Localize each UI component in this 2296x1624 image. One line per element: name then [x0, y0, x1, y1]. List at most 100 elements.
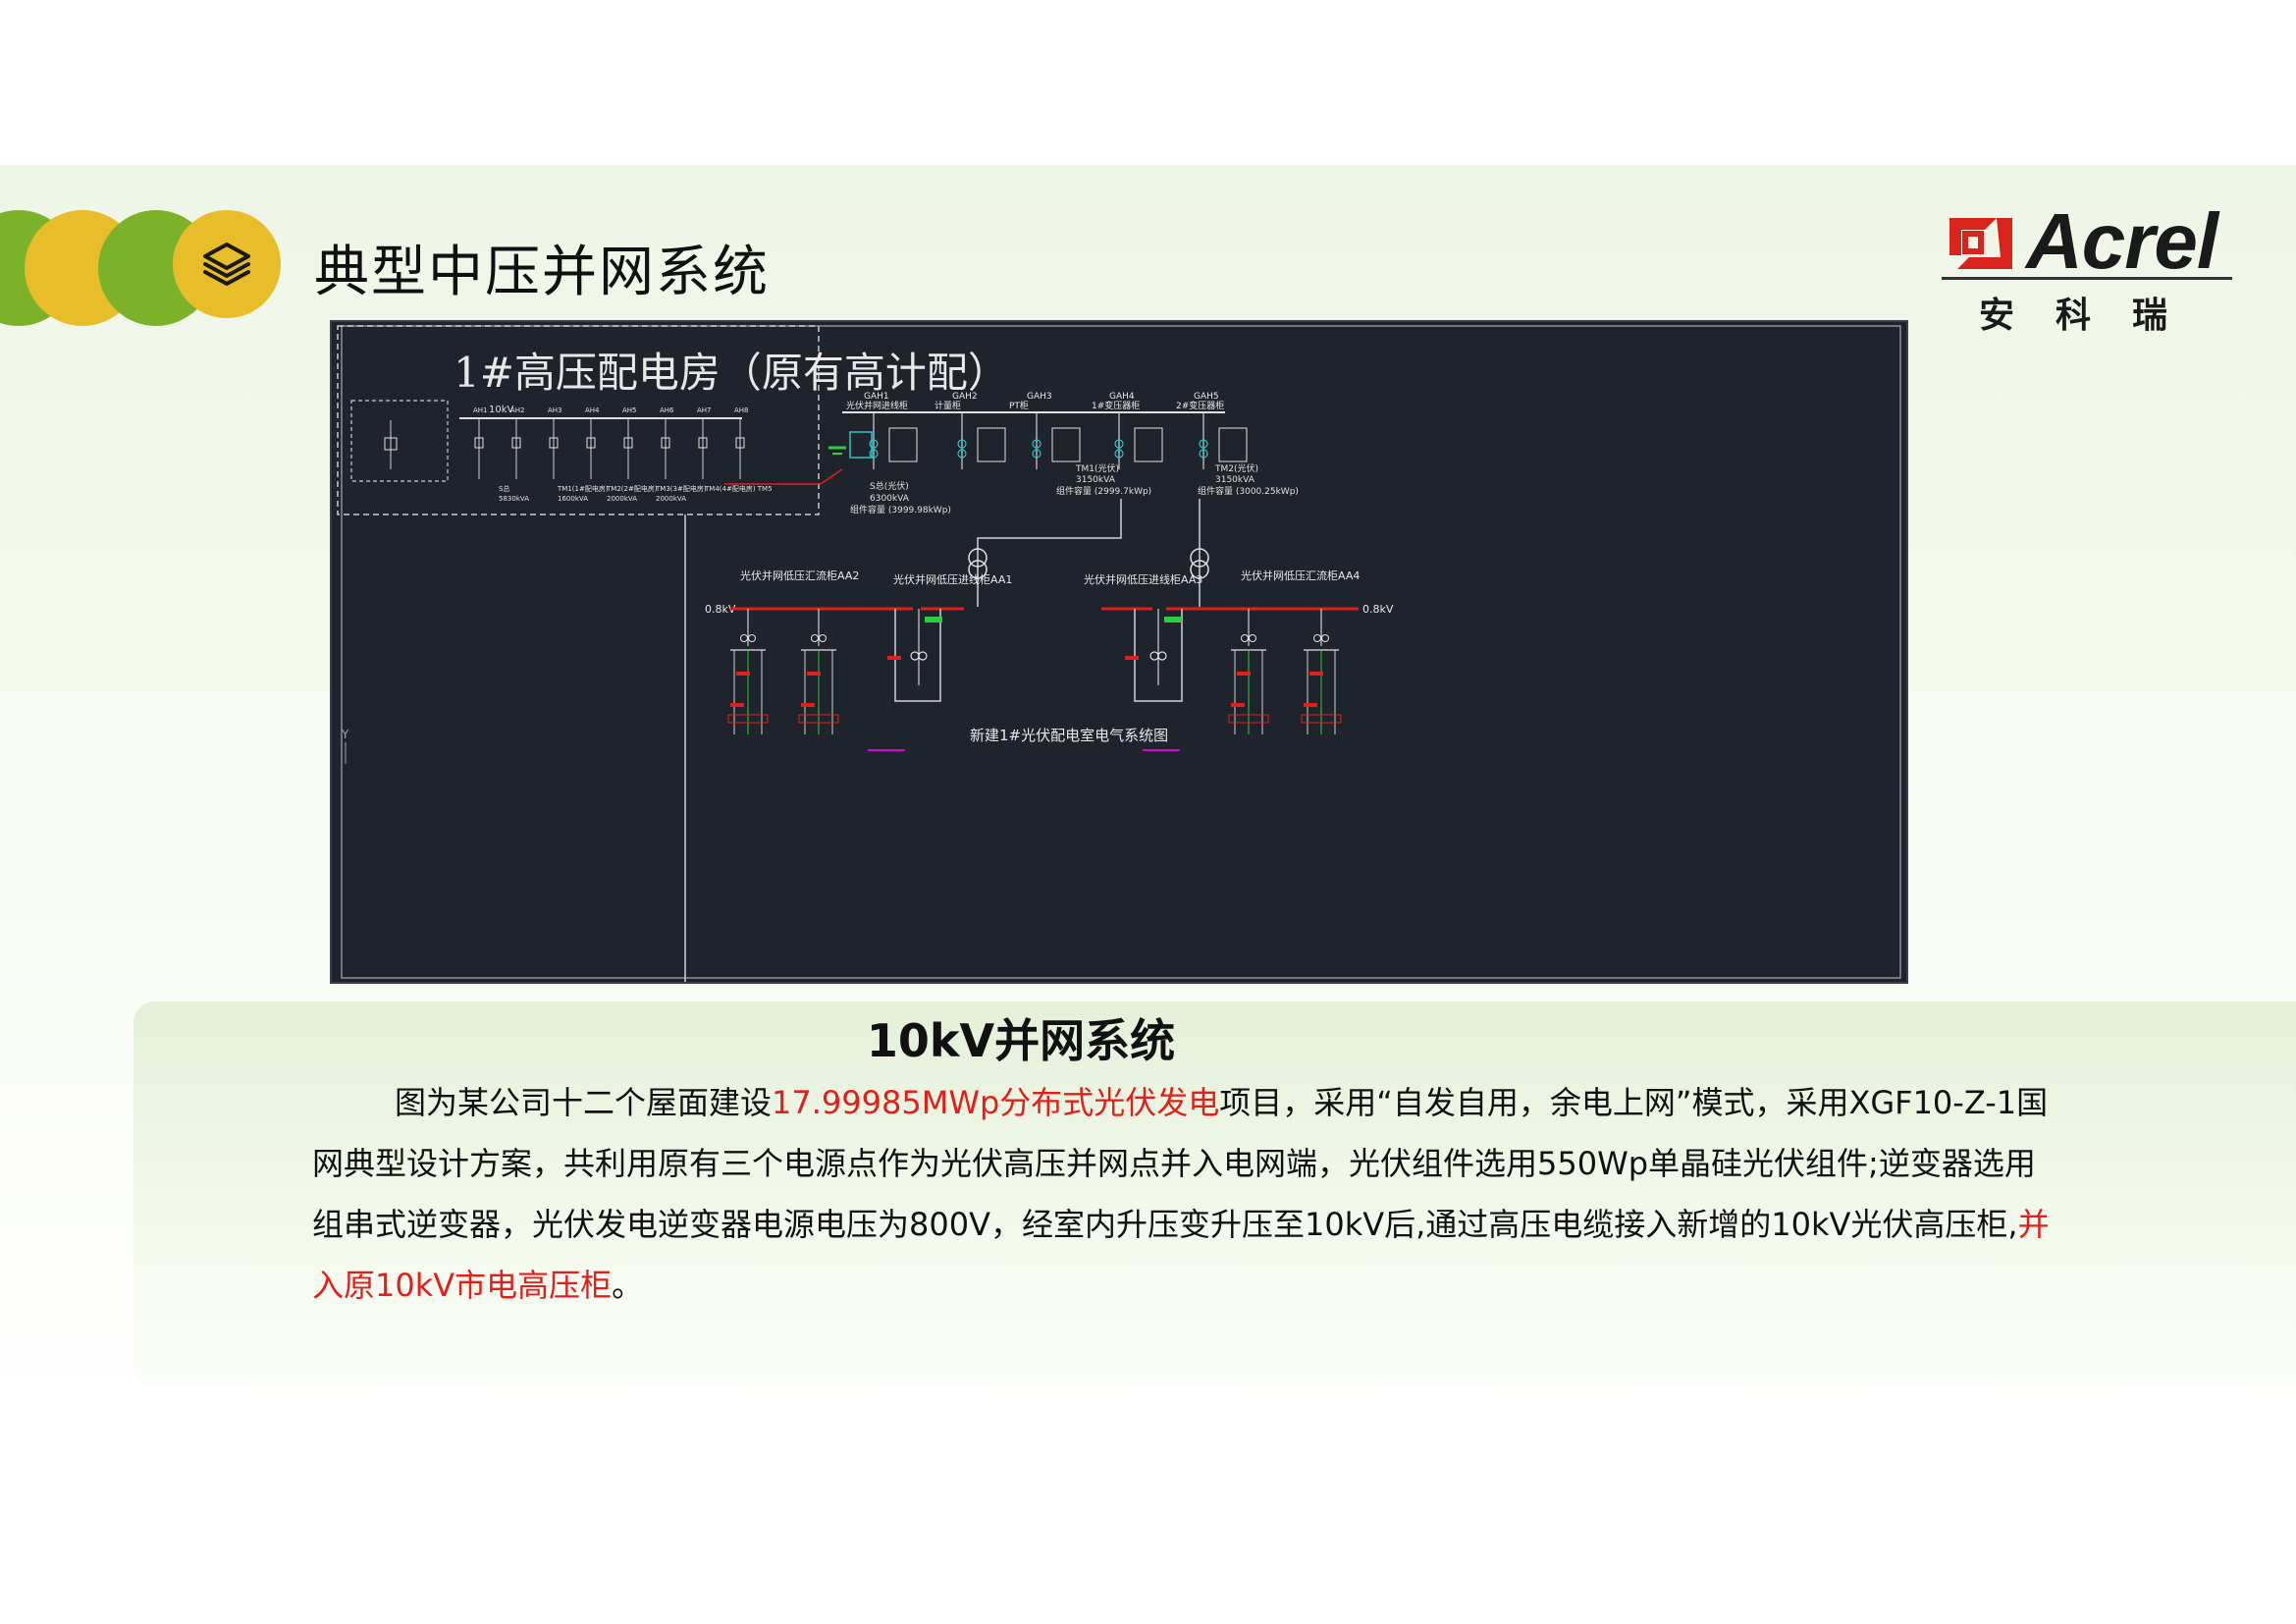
meter-box — [1051, 427, 1081, 462]
inverter-block — [1301, 714, 1342, 724]
inverter-block — [727, 714, 769, 724]
ct-symbol — [1241, 634, 1249, 642]
existing-transformer-label: TM2(2#配电房) — [606, 484, 658, 493]
layers-icon-badge — [173, 210, 281, 318]
existing-transformer-label: 2000kVA — [607, 495, 637, 503]
ct-symbol — [1199, 439, 1208, 449]
lv-section-aa4: 光伏并网低压汇流柜AA4 — [1241, 568, 1360, 582]
tm2-line1: TM2(光伏) — [1214, 462, 1258, 474]
new-cabinet-name: 2#变压器柜 — [1176, 400, 1224, 411]
existing-breaker — [623, 437, 633, 449]
para-pre: 图为某公司十二个屋面建设 — [395, 1084, 773, 1121]
transformer-symbol-2 — [1190, 548, 1209, 579]
new-cabinet-name: 计量柜 — [934, 400, 961, 411]
pv-total-line2: 6300kVA — [870, 494, 910, 504]
existing-cabinet-label: AH8 — [734, 406, 749, 414]
page-title: 典型中压并网系统 — [314, 241, 770, 304]
existing-transformer-label: S总 — [499, 484, 509, 493]
new-cabinet-id: GAH5 — [1194, 392, 1219, 402]
meter-box — [1134, 427, 1163, 462]
logo-mark-icon — [1949, 218, 2012, 269]
ct-symbol — [957, 439, 967, 449]
new-cabinet-name: PT柜 — [1009, 400, 1029, 411]
section-title: 10kV并网系统 — [866, 1014, 1176, 1067]
ct-symbol — [1149, 651, 1159, 661]
layers-icon — [203, 243, 250, 286]
new-cabinet-id: GAH4 — [1109, 392, 1135, 402]
existing-transformer-labels: S总 5830kVA TM1(1#配电房) 1600kVA TM2(2#配电房) 2000… — [499, 484, 773, 503]
green-device-label — [925, 617, 942, 623]
lv-voltage-right: 0.8kV — [1362, 603, 1394, 616]
existing-breaker — [735, 437, 745, 449]
lv-section-aa1: 光伏并网低压进线柜AA1 — [893, 572, 1012, 586]
existing-breaker — [511, 437, 521, 449]
inverter-block — [1228, 714, 1269, 724]
ct-symbol — [1032, 449, 1041, 459]
ct-symbol — [957, 449, 967, 459]
red-annotation-mark — [736, 672, 750, 676]
logo-word: Acrel — [2026, 197, 2218, 285]
aa3-loop — [1134, 609, 1183, 702]
ct-symbol — [1114, 439, 1124, 449]
existing-cabinet-label: AH1 — [473, 406, 488, 414]
logo-divider — [1942, 277, 2232, 280]
system-caption: 新建1#光伏配电室电气系统图 — [970, 727, 1168, 744]
ct-symbol — [819, 634, 827, 642]
red-annotation-mark — [807, 672, 821, 676]
ct-symbol — [1249, 634, 1256, 642]
aa1-loop — [894, 609, 941, 702]
hv-room-box — [337, 325, 820, 515]
red-annotation-mark — [1231, 703, 1245, 707]
existing-transformer-label: 1600kVA — [558, 495, 588, 503]
ct-symbol — [910, 651, 920, 661]
red-annotation-mark — [1304, 703, 1317, 707]
existing-cabinet-label: AH5 — [622, 406, 637, 414]
acrel-logo: Acrel 安科瑞 — [1940, 197, 2234, 336]
lv-section-aa2: 光伏并网低压汇流柜AA2 — [740, 568, 859, 582]
para-mid: 项目，采用“自发自用，余电上网”模式，采用XGF10-Z-1国网典型设计方案，共… — [312, 1084, 2049, 1243]
new-cabinet-group: GAH1光伏并网进线柜GAH2计量柜GAH3PT柜GAH41#变压器柜GAH52… — [828, 392, 1248, 469]
para-end: 。 — [612, 1267, 644, 1304]
existing-breaker — [586, 437, 596, 449]
hv-room-title: 1#高压配电房（原有高计配） — [454, 349, 1009, 397]
existing-transformer-label: TM1(1#配电房) — [557, 484, 609, 493]
existing-breaker — [474, 437, 484, 449]
logo-subtitle: 安科瑞 — [1979, 296, 2210, 336]
ct-symbol — [869, 439, 879, 449]
existing-transformer-label: TM3(3#配电房) — [655, 484, 707, 493]
inverter-block — [798, 714, 839, 724]
feeder-line-tm1 — [977, 499, 1122, 607]
ct-symbol — [740, 634, 748, 642]
tm2-line3: 组件容量 (3000.25kWp) — [1198, 485, 1299, 497]
ct-symbol — [748, 634, 756, 642]
meter-box — [977, 427, 1006, 462]
existing-transformer-label: TM4(4#配电房) TM5 — [704, 484, 773, 493]
ct-symbol — [811, 634, 819, 642]
incoming-box — [350, 400, 449, 482]
existing-cabinet-label: AH4 — [585, 406, 600, 414]
pv-total-line1: S总(光伏) — [870, 480, 909, 492]
ct-symbol — [1157, 651, 1167, 661]
pv-total-line3: 组件容量 (3999.98kWp) — [850, 504, 951, 515]
existing-transformer-label: 5830kVA — [499, 495, 529, 503]
hv-voltage: 10kV — [489, 405, 514, 415]
ct-symbol — [918, 651, 928, 661]
pv-link-line-2 — [820, 468, 843, 485]
lv-section-aa3: 光伏并网低压进线柜AA3 — [1084, 572, 1202, 586]
transformer-symbol-1 — [968, 548, 988, 579]
para-highlight-grid: 并入原10kV市电高压柜 — [312, 1206, 2050, 1304]
meter-box — [1218, 427, 1248, 462]
lv-voltage-left: 0.8kV — [705, 603, 736, 616]
red-annotation-mark — [1309, 672, 1323, 676]
existing-breaker — [661, 437, 670, 449]
meter-box — [888, 427, 918, 462]
existing-transformer-label: 2000kVA — [656, 495, 686, 503]
new-cabinet-id: GAH2 — [952, 392, 978, 402]
incoming-breaker — [384, 437, 398, 451]
existing-cabinet-label: AH7 — [697, 406, 712, 414]
new-cabinet-name: 光伏并网进线柜 — [846, 400, 908, 411]
existing-breaker — [549, 437, 559, 449]
existing-cabinet-label: AH6 — [660, 406, 674, 414]
red-annotation-mark — [1237, 672, 1251, 676]
